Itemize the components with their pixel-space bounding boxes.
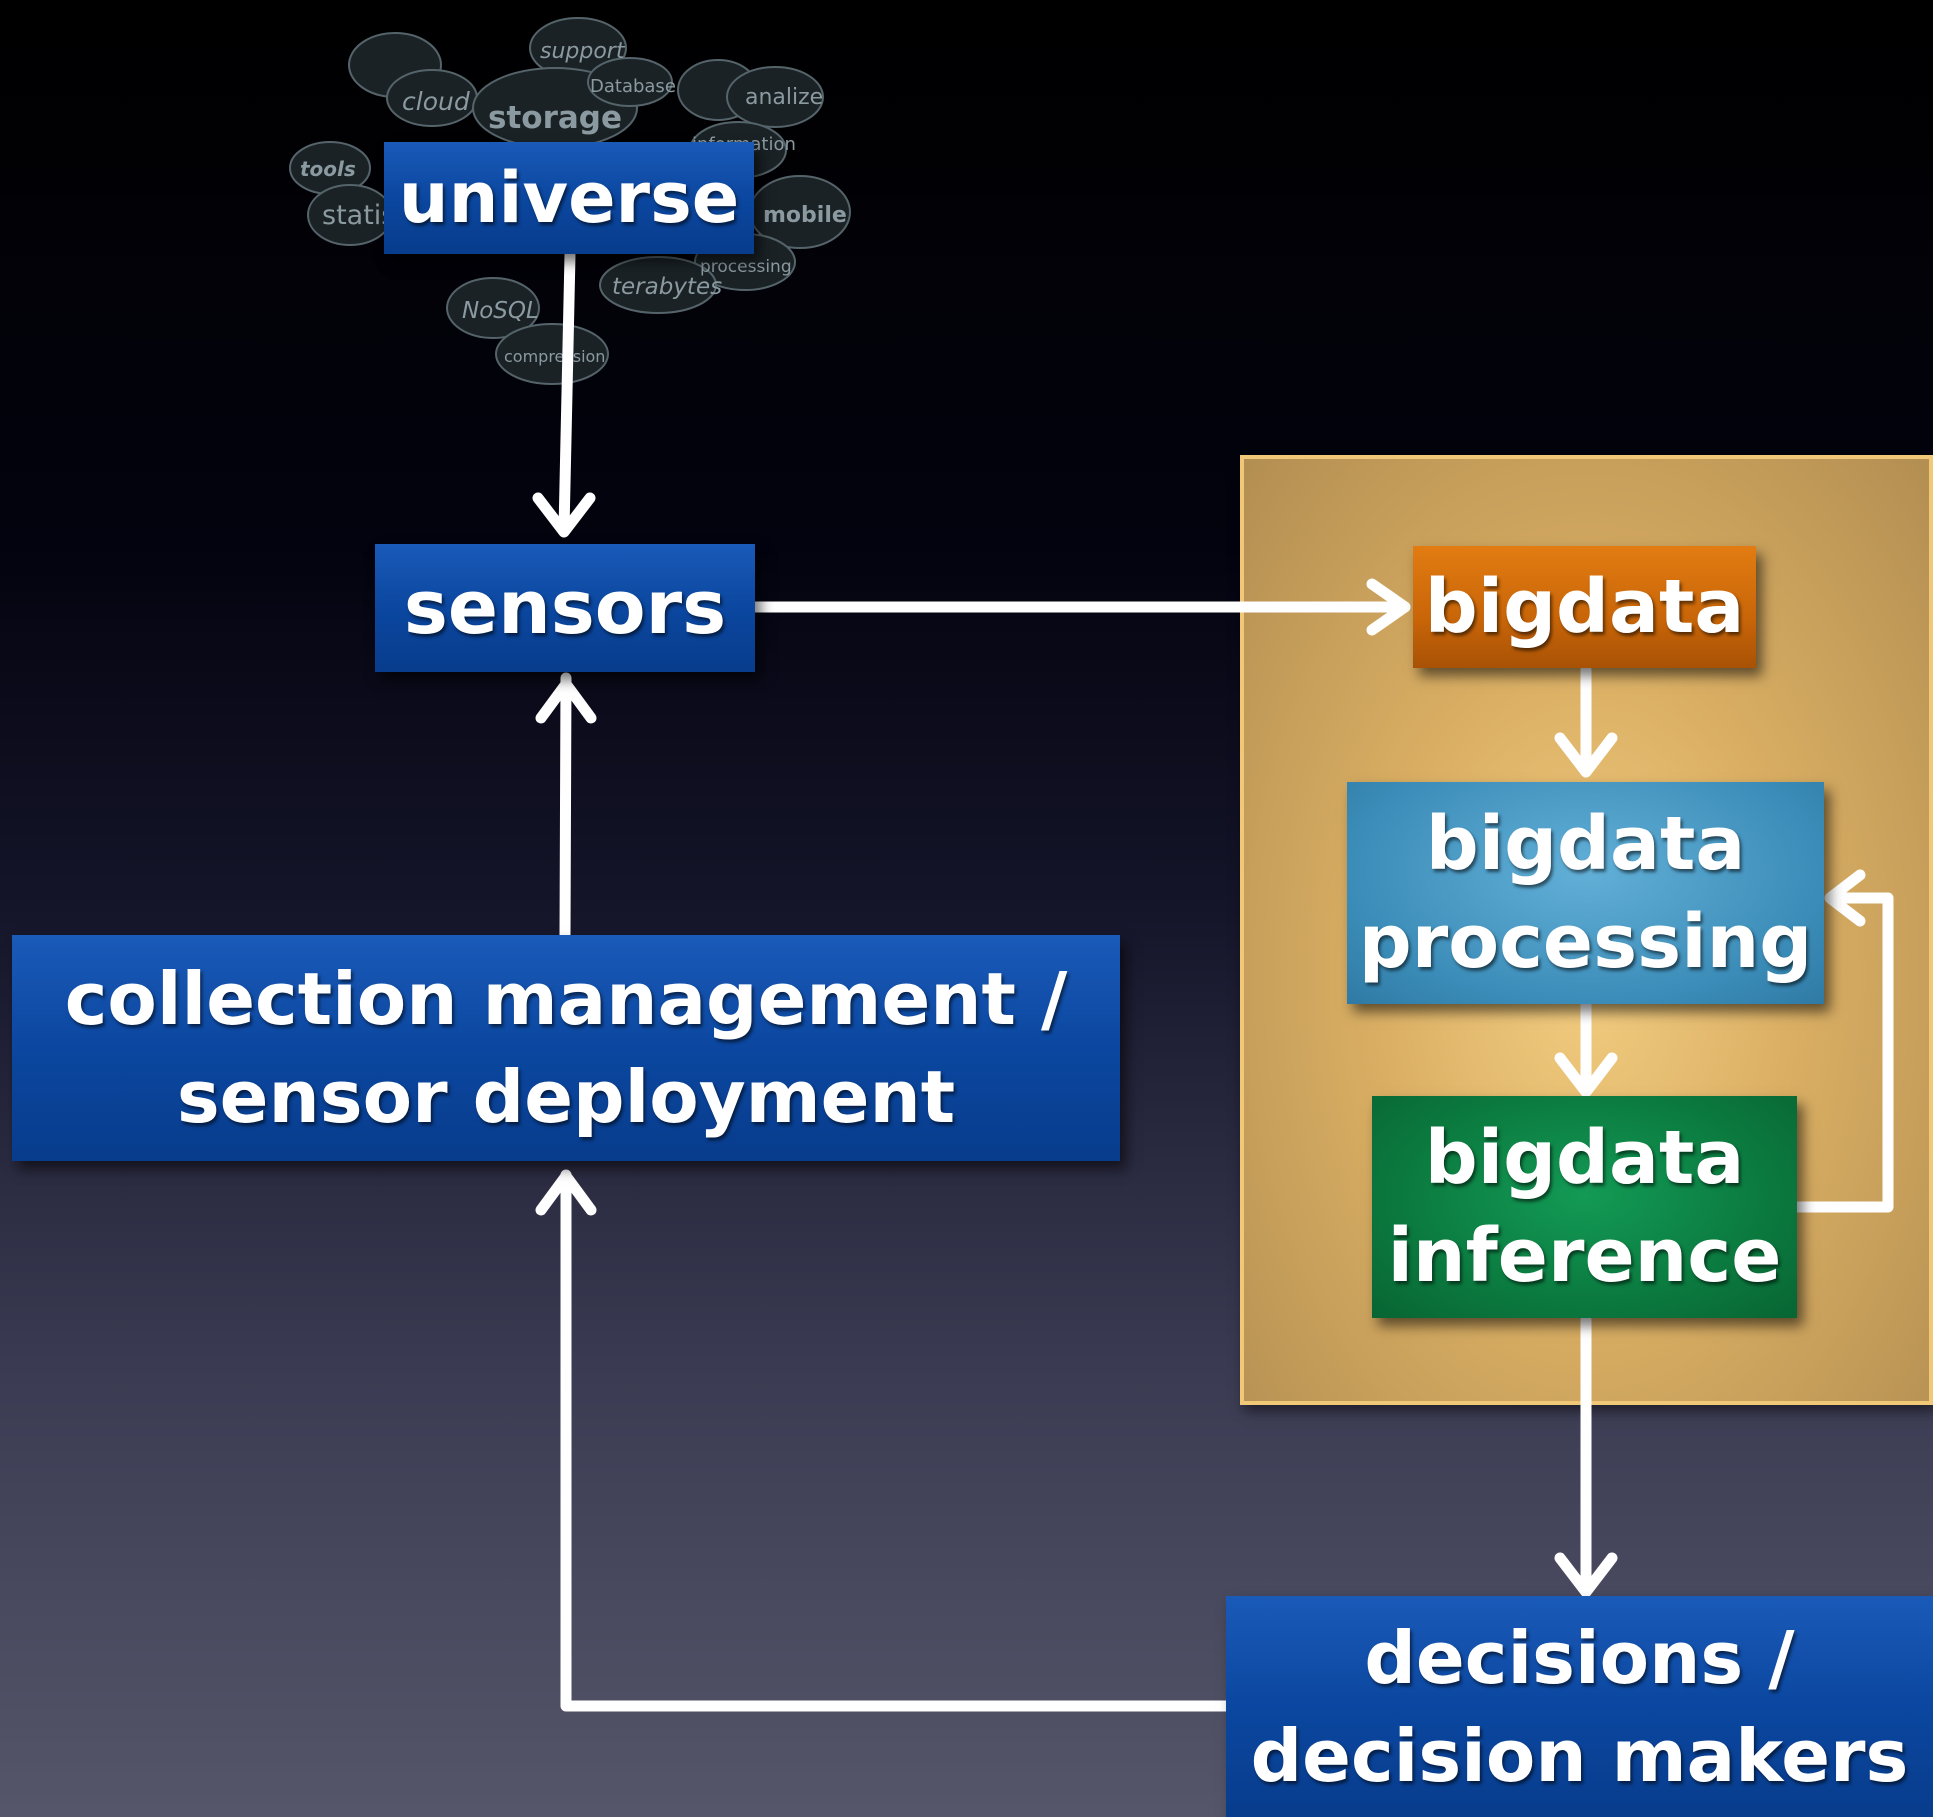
processing-label-line1: bigdata: [1425, 801, 1746, 887]
arrowhead-collection-bottom: [535, 1170, 597, 1216]
cloud-shape: [587, 57, 673, 107]
cloud-shape: [495, 323, 609, 385]
arrow-collection-to-sensors: [559, 672, 572, 941]
decisions-label-line1: decisions /: [1364, 1615, 1795, 1700]
collection-node: collection management / sensor deploymen…: [12, 935, 1120, 1161]
collection-label-line1: collection management /: [64, 957, 1068, 1041]
cloud-shape: [726, 66, 824, 128]
arrowhead-inference-top: [1554, 1052, 1618, 1098]
word-mobile: mobile: [763, 203, 847, 228]
inference-label-line2: inference: [1387, 1213, 1782, 1299]
arrow-inference-feedback: [1791, 892, 1894, 1213]
word-storage: storage: [488, 100, 622, 136]
word-cloud: cloud: [402, 87, 470, 116]
inference-node: bigdata inference: [1372, 1096, 1797, 1318]
bigdata-node: bigdata: [1413, 546, 1756, 668]
universe-node: universe: [384, 142, 754, 254]
arrowhead-sensors-top: [532, 492, 596, 538]
sensors-node: sensors: [375, 544, 755, 672]
collection-label-line2: sensor deployment: [176, 1055, 956, 1139]
decisions-node: decisions / decision makers: [1226, 1596, 1933, 1817]
word-processing: processing: [700, 257, 792, 277]
sensors-label: sensors: [403, 565, 727, 651]
arrowhead-decisions-top: [1554, 1552, 1618, 1598]
arrowhead-processing-right: [1824, 869, 1866, 927]
processing-node: bigdata processing: [1347, 782, 1824, 1004]
word-nosql: NoSQL: [462, 298, 539, 324]
arrowhead-sensors-bottom: [535, 678, 597, 724]
universe-label: universe: [398, 157, 740, 239]
word-statis: statis: [322, 200, 395, 231]
word-terabytes: terabytes: [612, 274, 722, 300]
decisions-label-line2: decision makers: [1250, 1713, 1909, 1798]
bigdata-label: bigdata: [1424, 564, 1745, 650]
word-analize: analize: [745, 85, 823, 110]
arrow-decisions-to-collection: [560, 1169, 1232, 1712]
arrowhead-bigdata-left: [1366, 578, 1411, 636]
word-support: support: [540, 39, 626, 64]
word-compression: compression: [504, 347, 605, 366]
inference-label-line1: bigdata: [1424, 1115, 1745, 1201]
processing-label-line2: processing: [1358, 899, 1813, 985]
arrowhead-processing-top: [1554, 732, 1618, 778]
arrow-universe-to-sensors: [558, 249, 576, 536]
cloud-shape: [446, 277, 540, 339]
word-tools: tools: [300, 157, 356, 181]
cloud-shape: [599, 256, 717, 314]
word-database: Database: [590, 76, 676, 97]
